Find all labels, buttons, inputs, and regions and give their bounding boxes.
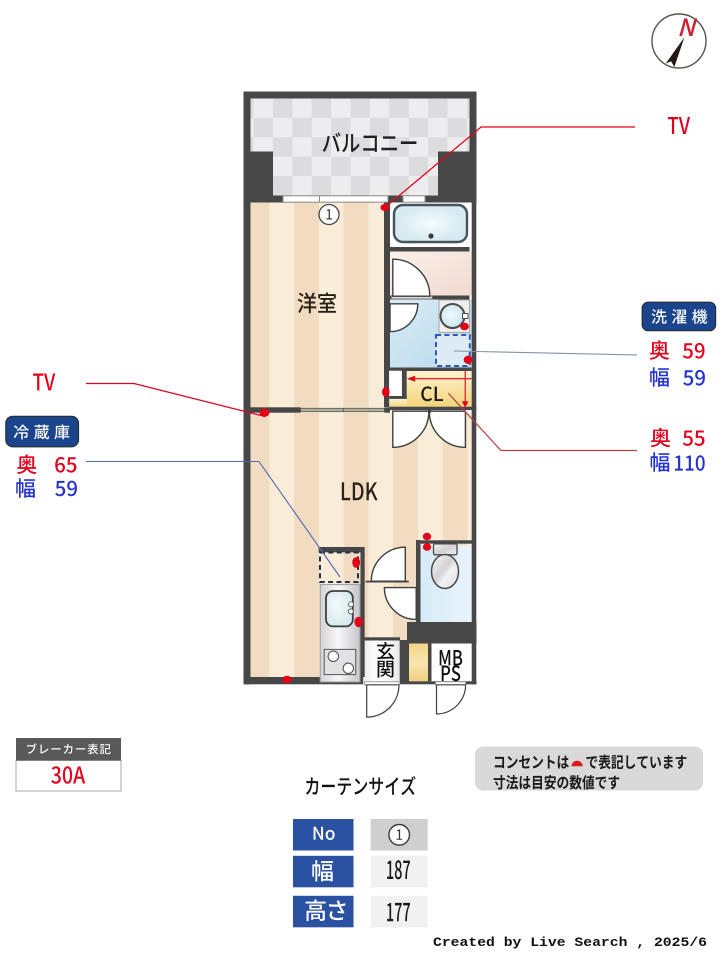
- svg-text:Created by Live Search , 2025/: Created by Live Search , 2025/6: [433, 936, 707, 950]
